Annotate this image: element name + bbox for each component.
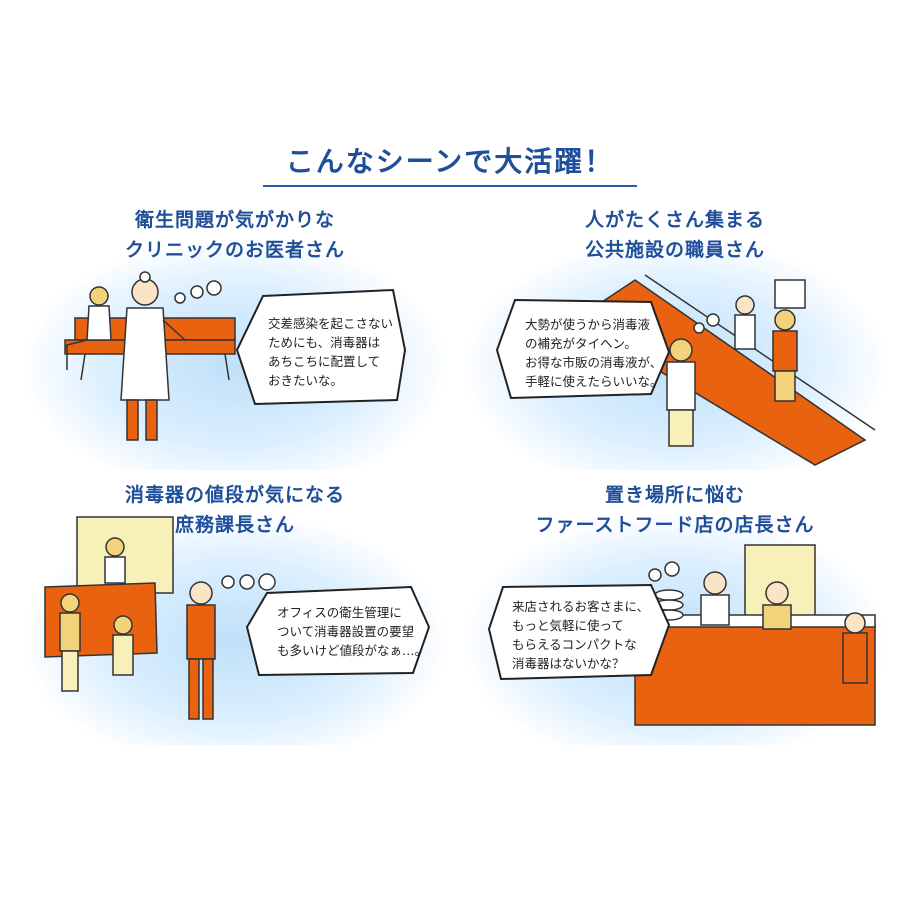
scene-heading-line: 消毒器の値段が気になる: [124, 484, 345, 506]
thought-dot: [664, 561, 680, 577]
facility-illustration: [495, 274, 876, 466]
thought-dot: [190, 285, 204, 299]
speech-bubble-text: 交差感染を起こさない ためにも、消毒器は あちこちに配置して おきたいな。: [268, 314, 393, 390]
scene-heading-line: 置き場所に悩む: [604, 484, 745, 506]
speech-bubble: [487, 583, 671, 681]
shop-staff-figures: [700, 571, 868, 684]
thought-dot: [693, 322, 705, 334]
thought-dot: [239, 574, 255, 590]
scene-public-facility: 人がたくさん集まる 公共施設の職員さん 大勢が使うから消毒液 の補充がタイヘン。…: [455, 200, 895, 475]
shop-counter: [634, 624, 876, 726]
scene-fastfood-manager: 置き場所に悩む ファーストフード店の店長さん 来店されるお客さまに、 もっと気軽…: [455, 475, 895, 750]
thought-dot: [706, 313, 720, 327]
page-header: こんなシーンで大活躍！: [0, 140, 900, 180]
scene-heading-line: クリニックのお医者さん: [124, 239, 345, 261]
speech-bubble-text: 来店されるお客さまに、 もっと気軽に使って もらえるコンパクトな 消毒器はないか…: [512, 597, 649, 673]
bubble-line: の補充がタイヘン。: [525, 336, 637, 351]
speech-bubble: [235, 288, 407, 406]
dispenser-machine: [774, 279, 806, 309]
thought-dot: [258, 573, 276, 591]
scene-heading-line: 公共施設の職員さん: [584, 239, 765, 261]
bubble-line: も多いけど値段がなぁ…。: [277, 643, 428, 658]
bubble-line: あちこちに配置して: [268, 354, 381, 369]
scene-heading: 人がたくさん集まる 公共施設の職員さん: [455, 205, 895, 265]
bubble-line: もらえるコンパクトな: [512, 637, 637, 652]
speech-bubble-text: 大勢が使うから消毒液 の補充がタイヘン。 お得な市販の消毒液が、 手軽に使えたら…: [525, 315, 663, 391]
bubble-line: ためにも、消毒器は: [268, 335, 381, 350]
page-title: こんなシーンで大活躍！: [285, 145, 615, 178]
speech-bubble: [495, 298, 671, 400]
clinic-illustration: [64, 271, 407, 441]
scene-heading-line: 庶務課長さん: [174, 514, 295, 536]
bubble-line: 大勢が使うから消毒液: [525, 317, 651, 332]
fastfood-illustration: [487, 544, 876, 726]
scene-clinic-doctor: 衛生問題が気がかりな クリニックのお医者さん: [15, 200, 455, 475]
visitor-figure: [666, 338, 696, 447]
speech-bubble-text: オフィスの衛生管理に ついて消毒器設置の要望 も多いけど値段がなぁ…。: [277, 603, 427, 660]
scene-heading-line: ファーストフード店の店長さん: [535, 514, 815, 536]
scene-heading: 衛生問題が気がかりな クリニックのお医者さん: [15, 205, 455, 265]
bubble-line: お得な市販の消毒液が、: [525, 355, 663, 370]
bubble-line: もっと気軽に使って: [512, 618, 624, 633]
staff-figure: [734, 295, 798, 402]
office-illustration: [44, 516, 431, 720]
speech-bubble: [245, 585, 431, 677]
bubble-line: 消毒器はないかな？: [512, 656, 625, 671]
scene-heading: 置き場所に悩む ファーストフード店の店長さん: [455, 480, 895, 540]
thought-dot: [174, 292, 186, 304]
thought-dot: [221, 575, 235, 589]
bubble-line: ついて消毒器設置の要望: [277, 624, 415, 639]
bubble-line: オフィスの衛生管理に: [277, 605, 402, 620]
bubble-line: 交差感染を起こさない: [268, 316, 394, 331]
scene-heading-line: 衛生問題が気がかりな: [134, 209, 335, 231]
scene-office-manager: 消毒器の値段が気になる 庶務課長さん オフィスの衛生管理に ついて消毒器設置の要…: [15, 475, 455, 750]
thought-dot: [206, 280, 222, 296]
scene-heading-line: 人がたくさん集まる: [584, 209, 765, 231]
doctor-figure: [120, 271, 186, 441]
title-underline: [263, 185, 637, 187]
thought-dot: [648, 568, 662, 582]
bubble-line: おきたいな。: [268, 373, 344, 388]
scene-heading: 消毒器の値段が気になる 庶務課長さん: [15, 480, 455, 540]
patient-figure: [66, 286, 112, 370]
bubble-line: 来店されるお客さまに、: [512, 599, 650, 614]
manager-figure: [186, 581, 216, 720]
office-staff-figures: [59, 537, 134, 692]
bubble-line: 手軽に使えたらいいな。: [525, 374, 663, 389]
